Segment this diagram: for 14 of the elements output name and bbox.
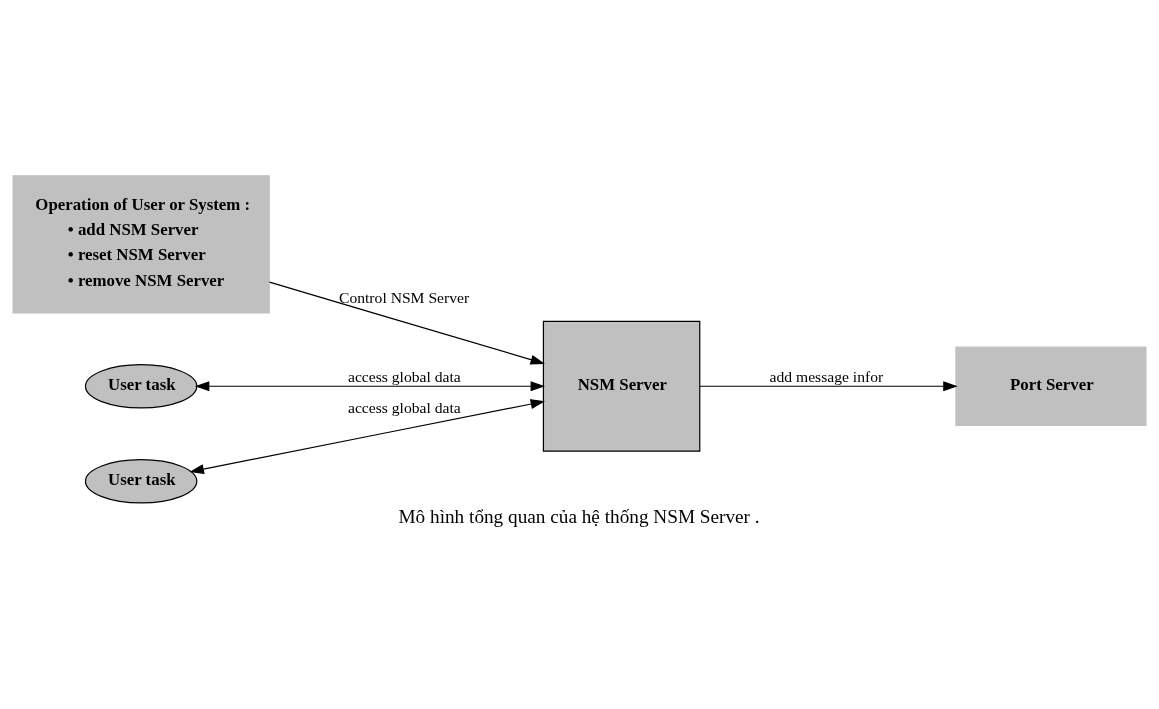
- arrow: [189, 398, 546, 474]
- arrow: [268, 281, 545, 365]
- edge-label: access global data: [348, 398, 461, 416]
- arrow: [194, 380, 546, 391]
- node-ellipse: User task: [84, 363, 198, 409]
- edge-label: access global data: [348, 367, 461, 385]
- node-ellipse: User task: [84, 458, 198, 504]
- node-box: Operation of User or System : • add NSM Server • reset NSM Server • remove NSM Server: [12, 174, 270, 313]
- edge-label: add message infor: [769, 367, 884, 385]
- node-box: NSM Server: [542, 320, 701, 452]
- edge-label: Control NSM Server: [338, 288, 470, 306]
- node-box: Port Server: [955, 346, 1147, 426]
- arrow: [699, 380, 958, 391]
- caption: Mô hình tổng quan của hệ thống NSM Server .: [398, 505, 760, 527]
